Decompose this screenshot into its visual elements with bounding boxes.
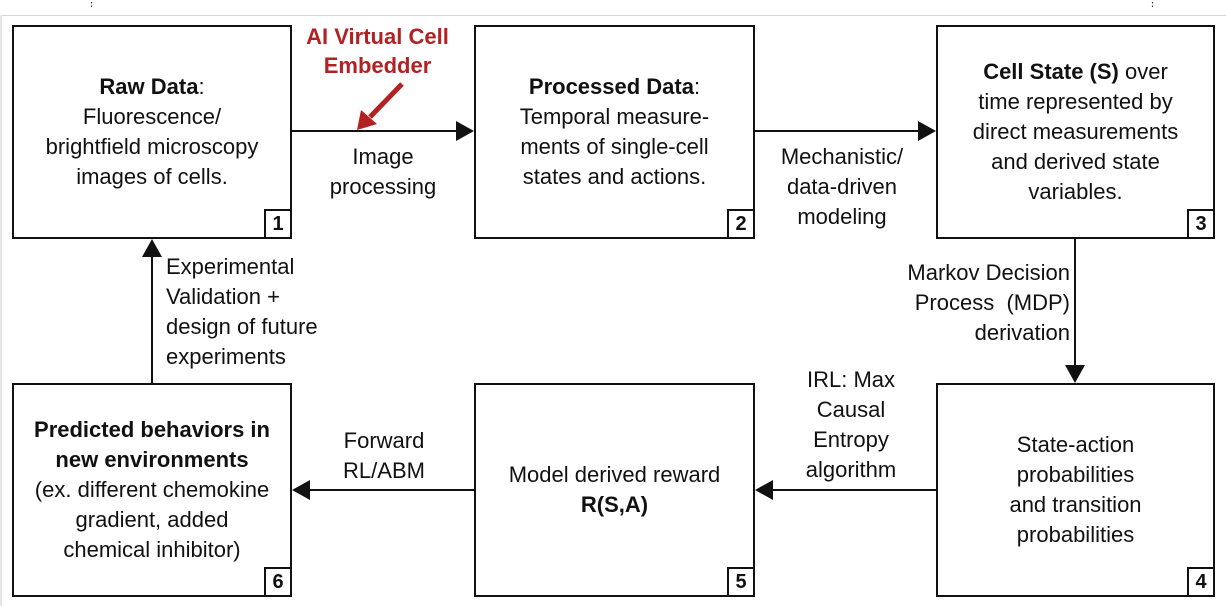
arrowhead-6-to-1 — [142, 239, 162, 257]
box-processed-data: Processed Data: Temporal measure- ments … — [474, 25, 755, 239]
box5-number: 5 — [727, 567, 755, 597]
box6-number: 6 — [264, 567, 292, 597]
arrowhead-1-to-2 — [456, 121, 474, 141]
box2-line: Temporal measure- — [519, 104, 710, 129]
box1-title: Raw Data — [99, 74, 199, 99]
label-ai-virtual-cell-embedder: AI Virtual Cell Embedder — [306, 24, 449, 78]
box3-line: and derived state — [991, 149, 1160, 174]
left-edge-divider — [0, 15, 2, 606]
box1-line: brightfield microscopy — [45, 134, 259, 159]
drag-handle-icon[interactable]: ⋮ — [1147, 0, 1158, 9]
box6-title-line: Predicted behaviors in — [34, 417, 270, 442]
arrowhead-5-to-6 — [292, 480, 310, 500]
box3-number: 3 — [1187, 209, 1215, 239]
box4-line: and transition — [1009, 492, 1142, 517]
box4-number: 4 — [1187, 567, 1215, 597]
top-toolbar-strip: ⋮ ⋮ — [0, 0, 1226, 16]
box2-number: 2 — [727, 209, 755, 239]
box2-line: ments of single-cell — [520, 134, 709, 159]
box1-title-suffix: : — [198, 74, 205, 99]
arrowhead-3-to-4 — [1065, 365, 1085, 383]
box-model-reward: Model derived reward R(S,A) 5 — [474, 383, 755, 597]
box3-title: Cell State (S) — [983, 59, 1119, 84]
arrowhead-4-to-5 — [755, 480, 773, 500]
box4-line: probabilities — [1016, 462, 1135, 487]
box-cell-state: Cell State (S) over time represented by … — [936, 25, 1215, 239]
box1-line: Fluorescence/ — [82, 104, 222, 129]
box3-line: time represented by — [978, 89, 1173, 114]
box-predicted-behaviors: Predicted behaviors in new environments … — [12, 383, 292, 597]
label-image-processing: Image processing — [329, 144, 437, 199]
box5-reward-formula: R(S,A) — [580, 492, 649, 517]
box6-line: (ex. different chemokine — [34, 477, 270, 502]
box2-line: states and actions. — [522, 164, 707, 189]
label-experimental-validation: Experimental Validation + design of futu… — [166, 254, 318, 369]
drag-handle-icon[interactable]: ⋮ — [86, 0, 97, 9]
embedder-arrowhead — [357, 110, 377, 130]
box-raw-data: Raw Data: Fluorescence/ brightfield micr… — [12, 25, 292, 239]
box3-title-suffix: over — [1118, 59, 1168, 84]
box4-line: probabilities — [1016, 522, 1135, 547]
label-modeling: Mechanistic/ data-driven modeling — [780, 144, 904, 229]
box6-line: gradient, added — [75, 507, 229, 532]
box1-line: images of cells. — [76, 164, 228, 189]
arrowhead-2-to-3 — [918, 121, 936, 141]
box4-line: State-action — [1016, 432, 1135, 457]
box-state-action-probabilities: State-action probabilities and transitio… — [936, 383, 1215, 597]
box5-line: Model derived reward — [508, 462, 721, 487]
box6-line: chemical inhibitor) — [63, 537, 241, 562]
box1-number: 1 — [264, 209, 292, 239]
label-mdp-derivation: Markov Decision Process (MDP) derivation — [907, 260, 1070, 345]
embedder-pointer-arrow — [368, 82, 404, 119]
box2-title-suffix: : — [693, 74, 701, 99]
box2-title: Processed Data — [528, 74, 694, 99]
box6-title-line: new environments — [55, 447, 249, 472]
box3-line: direct measurements — [972, 119, 1179, 144]
box3-line: variables. — [1028, 179, 1123, 204]
label-forward-rl-abm: Forward RL/ABM — [343, 428, 425, 483]
label-irl-algorithm: IRL: Max Causal Entropy algorithm — [805, 367, 897, 482]
